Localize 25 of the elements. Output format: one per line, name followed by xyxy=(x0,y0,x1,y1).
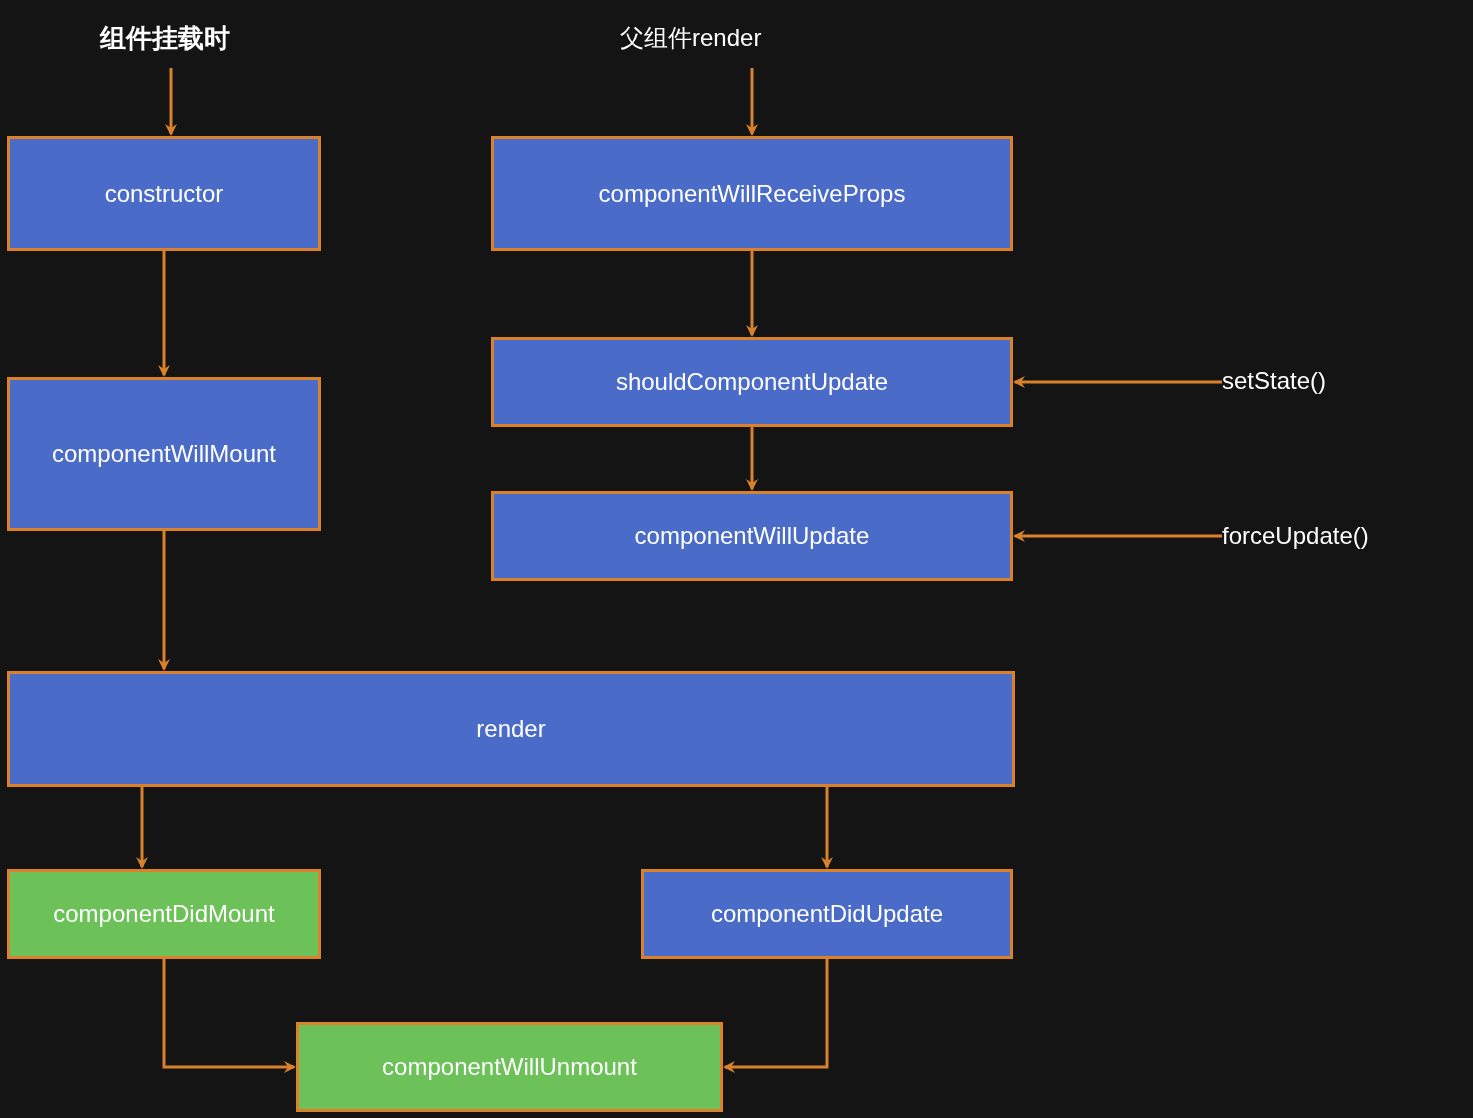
arrow xyxy=(158,531,170,671)
process-box: constructor xyxy=(7,136,321,251)
label-text: setState() xyxy=(1222,366,1362,396)
arrow xyxy=(136,787,148,869)
process-box: componentDidUpdate xyxy=(641,869,1013,959)
arrow xyxy=(165,68,177,136)
arrow xyxy=(1013,376,1222,388)
process-box: componentWillUnmount xyxy=(296,1022,723,1112)
process-box: componentWillReceiveProps xyxy=(491,136,1013,251)
arrow xyxy=(723,959,829,1073)
arrow xyxy=(746,251,758,337)
arrow xyxy=(162,959,296,1073)
process-box: componentWillUpdate xyxy=(491,491,1013,581)
label-text: forceUpdate() xyxy=(1222,521,1412,551)
process-box: componentWillMount xyxy=(7,377,321,531)
arrow xyxy=(1013,530,1222,542)
arrow xyxy=(746,68,758,136)
arrow xyxy=(746,427,758,491)
process-box: componentDidMount xyxy=(7,869,321,959)
process-box: shouldComponentUpdate xyxy=(491,337,1013,427)
arrow xyxy=(821,787,833,869)
heading-text: 组件挂载时 xyxy=(70,18,260,58)
process-box: render xyxy=(7,671,1015,787)
label-text: 父组件render xyxy=(620,18,820,58)
arrow xyxy=(158,251,170,377)
